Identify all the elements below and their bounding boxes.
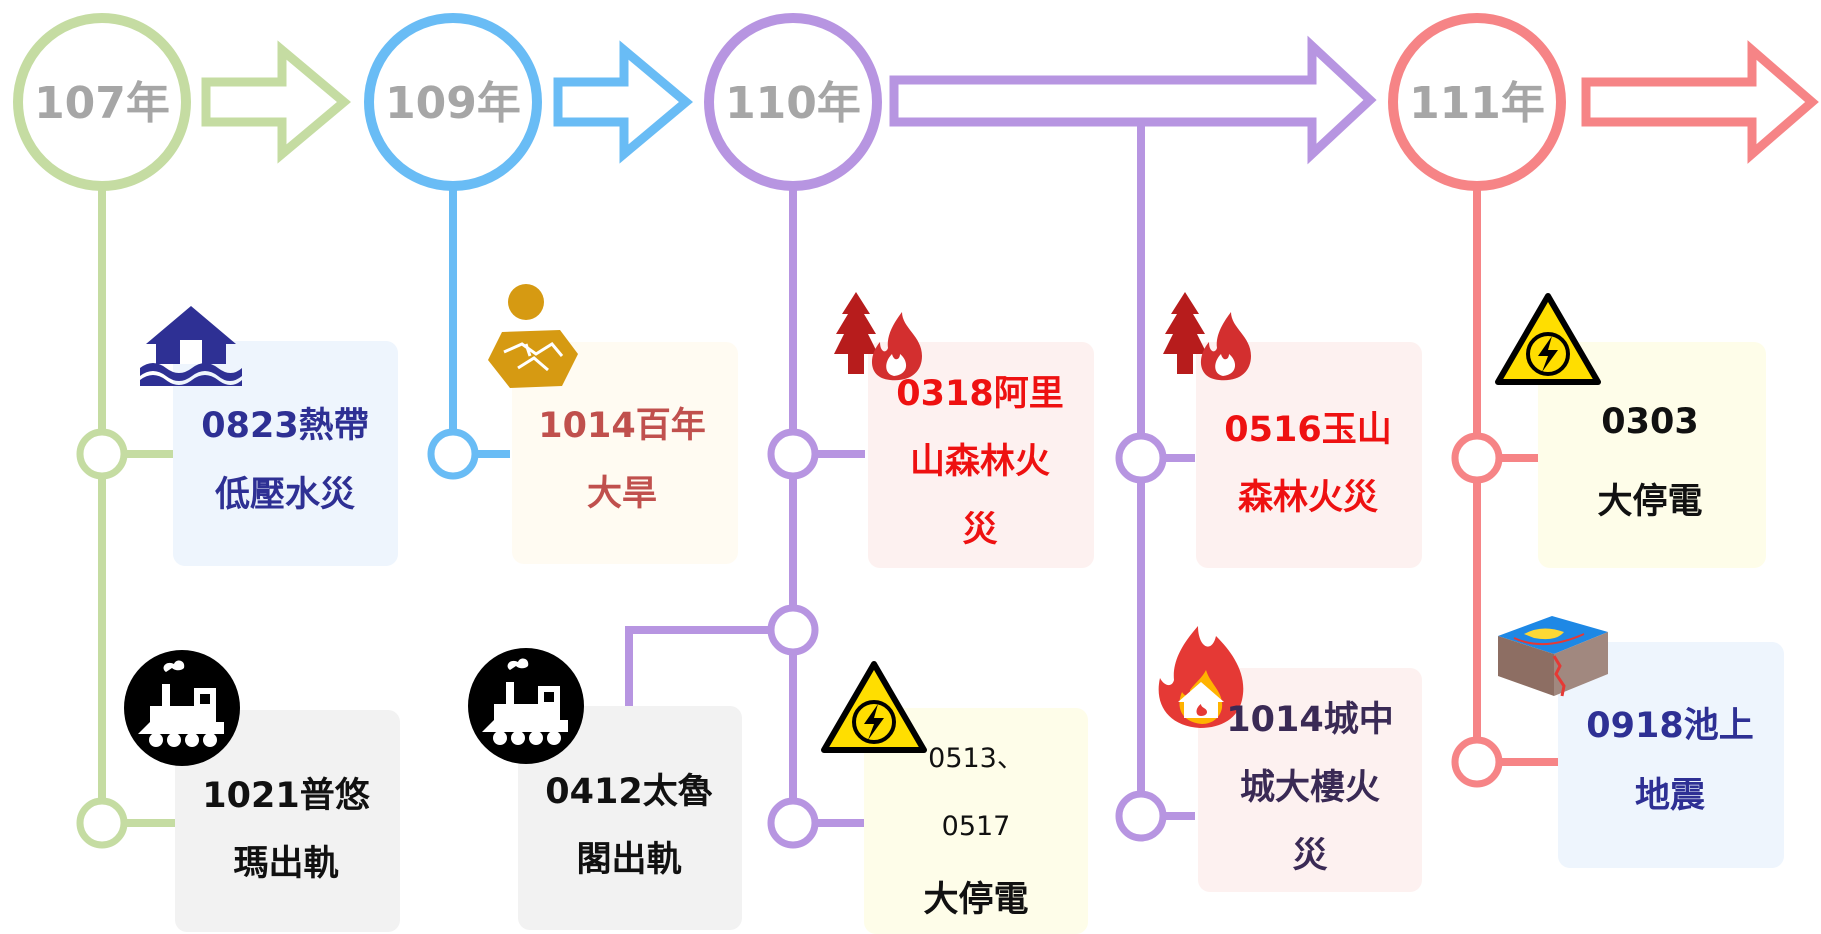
event-label-e109_drought-1: 大旱	[586, 473, 657, 514]
node-107-flood[interactable]	[76, 428, 128, 480]
event-label-e110_power-0: 0513、	[928, 742, 1024, 774]
year-circle-107[interactable]	[13, 13, 191, 191]
house-fire-icon	[1158, 626, 1244, 728]
event-label-e110_alishan-2: 災	[962, 509, 998, 550]
year-label-109: 109年	[385, 78, 521, 129]
event-label-e111_power-1: 大停電	[1597, 481, 1703, 522]
event-label-e110_building-2: 災	[1292, 835, 1328, 876]
event-card-110-alishan[interactable]	[868, 342, 1094, 568]
event-label-e110_train-1: 閣出軌	[576, 839, 682, 880]
node-111-power[interactable]	[1451, 432, 1503, 484]
train-icon	[124, 650, 240, 766]
forest-fire-icon	[834, 292, 922, 381]
year-circle-109[interactable]	[364, 13, 542, 191]
event-label-e110_alishan-0: 0318阿里	[896, 373, 1064, 414]
event-label-e110_building-1: 城大樓火	[1239, 767, 1380, 808]
year-label-111: 111年	[1409, 78, 1545, 129]
high-voltage-icon	[1495, 293, 1601, 385]
year-circle-111[interactable]	[1388, 13, 1566, 191]
high-voltage-icon	[821, 661, 927, 753]
timeline-111	[1388, 13, 1819, 788]
event-card-110-yushan[interactable]	[1196, 342, 1422, 568]
event-label-e110_building-0: 1014城中	[1226, 699, 1394, 740]
node-109-drought[interactable]	[427, 428, 479, 480]
event-label-e107_train-1: 瑪出軌	[233, 843, 339, 884]
event-label-e107_flood-1: 低壓水災	[214, 474, 355, 515]
forest-fire-icon	[1163, 292, 1251, 381]
node-110-power[interactable]	[767, 797, 819, 849]
node-110-building[interactable]	[1115, 790, 1167, 842]
event-label-e107_train-0: 1021普悠	[202, 775, 370, 816]
node-110-train[interactable]	[767, 604, 819, 656]
event-label-e111_power-0: 0303	[1601, 401, 1699, 442]
timeline-109	[364, 13, 694, 480]
node-110-alishan[interactable]	[767, 428, 819, 480]
arrow-110	[889, 35, 1377, 165]
train-icon	[468, 648, 584, 764]
timeline-107	[13, 13, 352, 849]
event-label-e110_power-2: 大停電	[923, 879, 1029, 920]
node-107-train[interactable]	[76, 797, 128, 849]
event-card-111-quake[interactable]	[1558, 642, 1784, 868]
event-label-e109_drought-0: 1014百年	[538, 405, 706, 446]
event-label-e110_yushan-0: 0516玉山	[1224, 409, 1392, 450]
year-label-110: 110年	[725, 78, 861, 129]
event-label-e107_flood-0: 0823熱帶	[201, 405, 369, 446]
arrow-107	[201, 40, 352, 164]
earthquake-icon	[1498, 616, 1608, 697]
timeline-110	[625, 13, 1377, 849]
drought-icon	[488, 284, 578, 388]
node-111-quake[interactable]	[1451, 736, 1503, 788]
event-label-e110_train-0: 0412太魯	[545, 771, 713, 812]
year-label-107: 107年	[34, 78, 170, 129]
event-label-e110_yushan-1: 森林火災	[1237, 477, 1378, 518]
event-label-e110_power-1: 0517	[941, 810, 1011, 842]
event-label-e110_alishan-1: 山森林火	[909, 441, 1050, 482]
event-label-e111_quake-1: 地震	[1634, 775, 1705, 816]
arrow-109	[553, 40, 694, 164]
flood-house-icon	[140, 306, 242, 386]
node-110-yushan[interactable]	[1115, 432, 1167, 484]
year-circle-110[interactable]	[704, 13, 882, 191]
arrow-111	[1581, 40, 1819, 164]
event-label-e111_quake-0: 0918池上	[1586, 705, 1754, 746]
